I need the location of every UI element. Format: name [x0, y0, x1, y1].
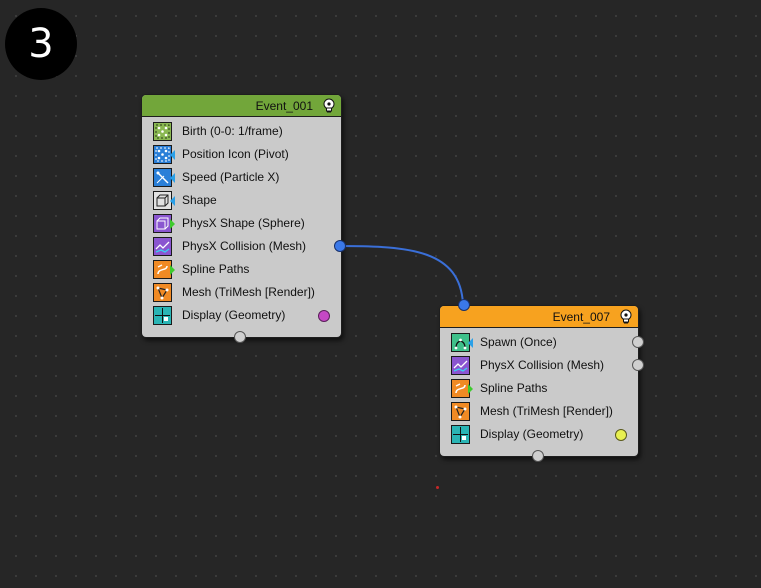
birth-icon [153, 122, 172, 141]
operator-birth-label: Birth (0-0: 1/frame) [182, 124, 283, 138]
input-port[interactable] [234, 331, 246, 343]
operator-birth[interactable]: Birth (0-0: 1/frame) [142, 120, 341, 143]
output-port[interactable] [334, 240, 346, 252]
operator-speed-label: Speed (Particle X) [182, 170, 280, 184]
operator-spawn[interactable]: Spawn (Once) [440, 331, 644, 354]
display-color-swatch[interactable] [318, 310, 330, 322]
input-port[interactable] [532, 450, 544, 462]
canvas-marker [436, 486, 439, 489]
operator-spline-paths[interactable]: Spline Paths [440, 377, 638, 400]
lightbulb-icon[interactable] [619, 309, 633, 324]
physx-collision-icon [153, 237, 172, 256]
operator-display[interactable]: Display (Geometry) [142, 304, 341, 327]
operator-mesh[interactable]: Mesh (TriMesh [Render]) [142, 281, 341, 304]
display-icon [153, 306, 172, 325]
physx-shape-icon [153, 214, 172, 233]
operator-physx-shape[interactable]: PhysX Shape (Sphere) [142, 212, 341, 235]
operator-mesh[interactable]: Mesh (TriMesh [Render]) [440, 400, 638, 423]
operator-position-label: Position Icon (Pivot) [182, 147, 289, 161]
operator-physx-shape-label: PhysX Shape (Sphere) [182, 216, 305, 230]
operator-physx-collision[interactable]: PhysX Collision (Mesh) [440, 354, 644, 377]
operator-shape-label: Shape [182, 193, 217, 207]
input-port[interactable] [458, 299, 470, 311]
operator-speed-arrow [170, 173, 175, 183]
operator-mesh-label: Mesh (TriMesh [Render]) [182, 285, 315, 299]
physx-collision-icon [451, 356, 470, 375]
output-port[interactable] [632, 359, 644, 371]
operator-physx-collision[interactable]: PhysX Collision (Mesh) [142, 235, 346, 258]
operator-position-icon[interactable]: Position Icon (Pivot) [142, 143, 341, 166]
operator-display-label: Display (Geometry) [480, 427, 584, 441]
operator-position-arrow [170, 150, 175, 160]
display-icon [451, 425, 470, 444]
operator-spawn-arrow [468, 338, 473, 348]
output-port[interactable] [632, 336, 644, 348]
event-node-001-header[interactable]: Event_001 [142, 95, 341, 117]
operator-spline-paths-arrow [468, 384, 473, 394]
operator-spline-paths[interactable]: Spline Paths [142, 258, 341, 281]
operator-physx-shape-arrow [170, 219, 175, 229]
position-icon [153, 145, 172, 164]
operator-mesh-label: Mesh (TriMesh [Render]) [480, 404, 613, 418]
event-node-007-title: Event_007 [552, 310, 610, 324]
operator-shape-arrow [170, 196, 175, 206]
operator-speed[interactable]: Speed (Particle X) [142, 166, 341, 189]
operator-spawn-label: Spawn (Once) [480, 335, 557, 349]
operator-physx-collision-label: PhysX Collision (Mesh) [480, 358, 605, 372]
operator-spline-paths-label: Spline Paths [480, 381, 548, 395]
operator-display-label: Display (Geometry) [182, 308, 286, 322]
lightbulb-icon[interactable] [322, 98, 336, 113]
event-node-001[interactable]: Event_001 Birth (0-0: 1/frame) Position … [141, 94, 346, 343]
operator-physx-collision-label: PhysX Collision (Mesh) [182, 239, 307, 253]
operator-display[interactable]: Display (Geometry) [440, 423, 638, 446]
event-node-007[interactable]: Event_007 Spawn (Once) PhysX Collision (… [439, 299, 644, 462]
operator-shape[interactable]: Shape [142, 189, 341, 212]
mesh-icon [451, 402, 470, 421]
event-node-007-header[interactable]: Event_007 [440, 306, 638, 328]
step-number-badge: 3 [5, 8, 77, 80]
display-color-swatch[interactable] [615, 429, 627, 441]
event-node-001-title: Event_001 [255, 99, 313, 113]
operator-spline-paths-arrow [170, 265, 175, 275]
operator-spline-paths-label: Spline Paths [182, 262, 250, 276]
mesh-icon [153, 283, 172, 302]
